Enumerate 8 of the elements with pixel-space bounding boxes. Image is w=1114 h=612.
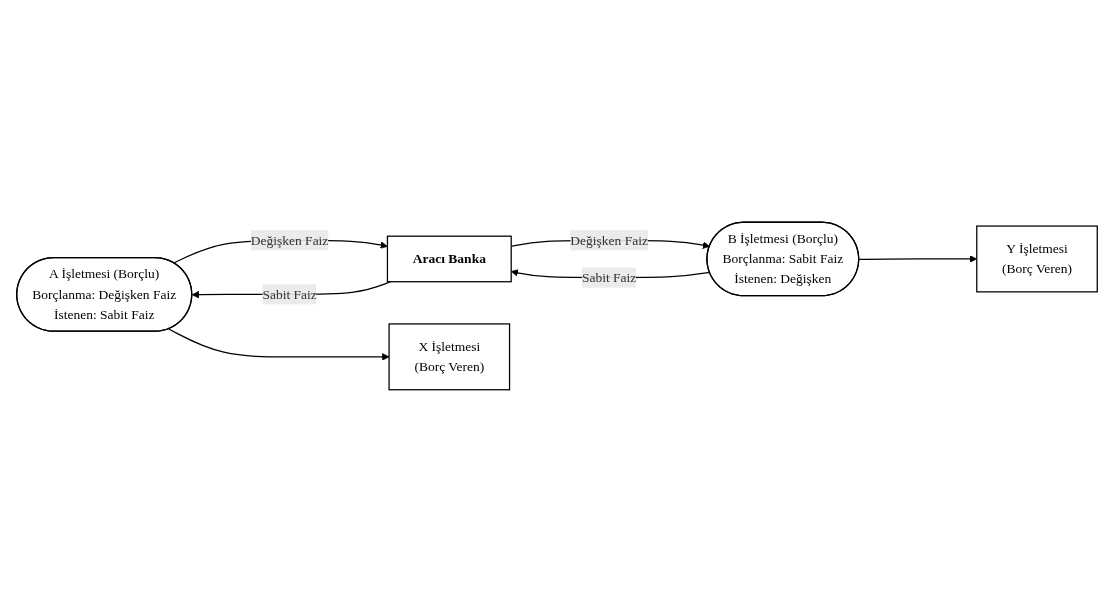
arrow (168, 328, 390, 361)
node-box: X İşletmesi (Borç Veren) (388, 323, 511, 391)
node-box: Y İşletmesi (Borç Veren) (976, 225, 1098, 293)
edge-label: Değişken Faiz (250, 232, 329, 248)
edge-label: Sabit Faiz (262, 286, 317, 302)
edge-label: Değişken Faiz (570, 232, 648, 248)
edge-label: Sabit Faiz (581, 269, 637, 285)
node-box: Aracı Banka (386, 235, 512, 283)
